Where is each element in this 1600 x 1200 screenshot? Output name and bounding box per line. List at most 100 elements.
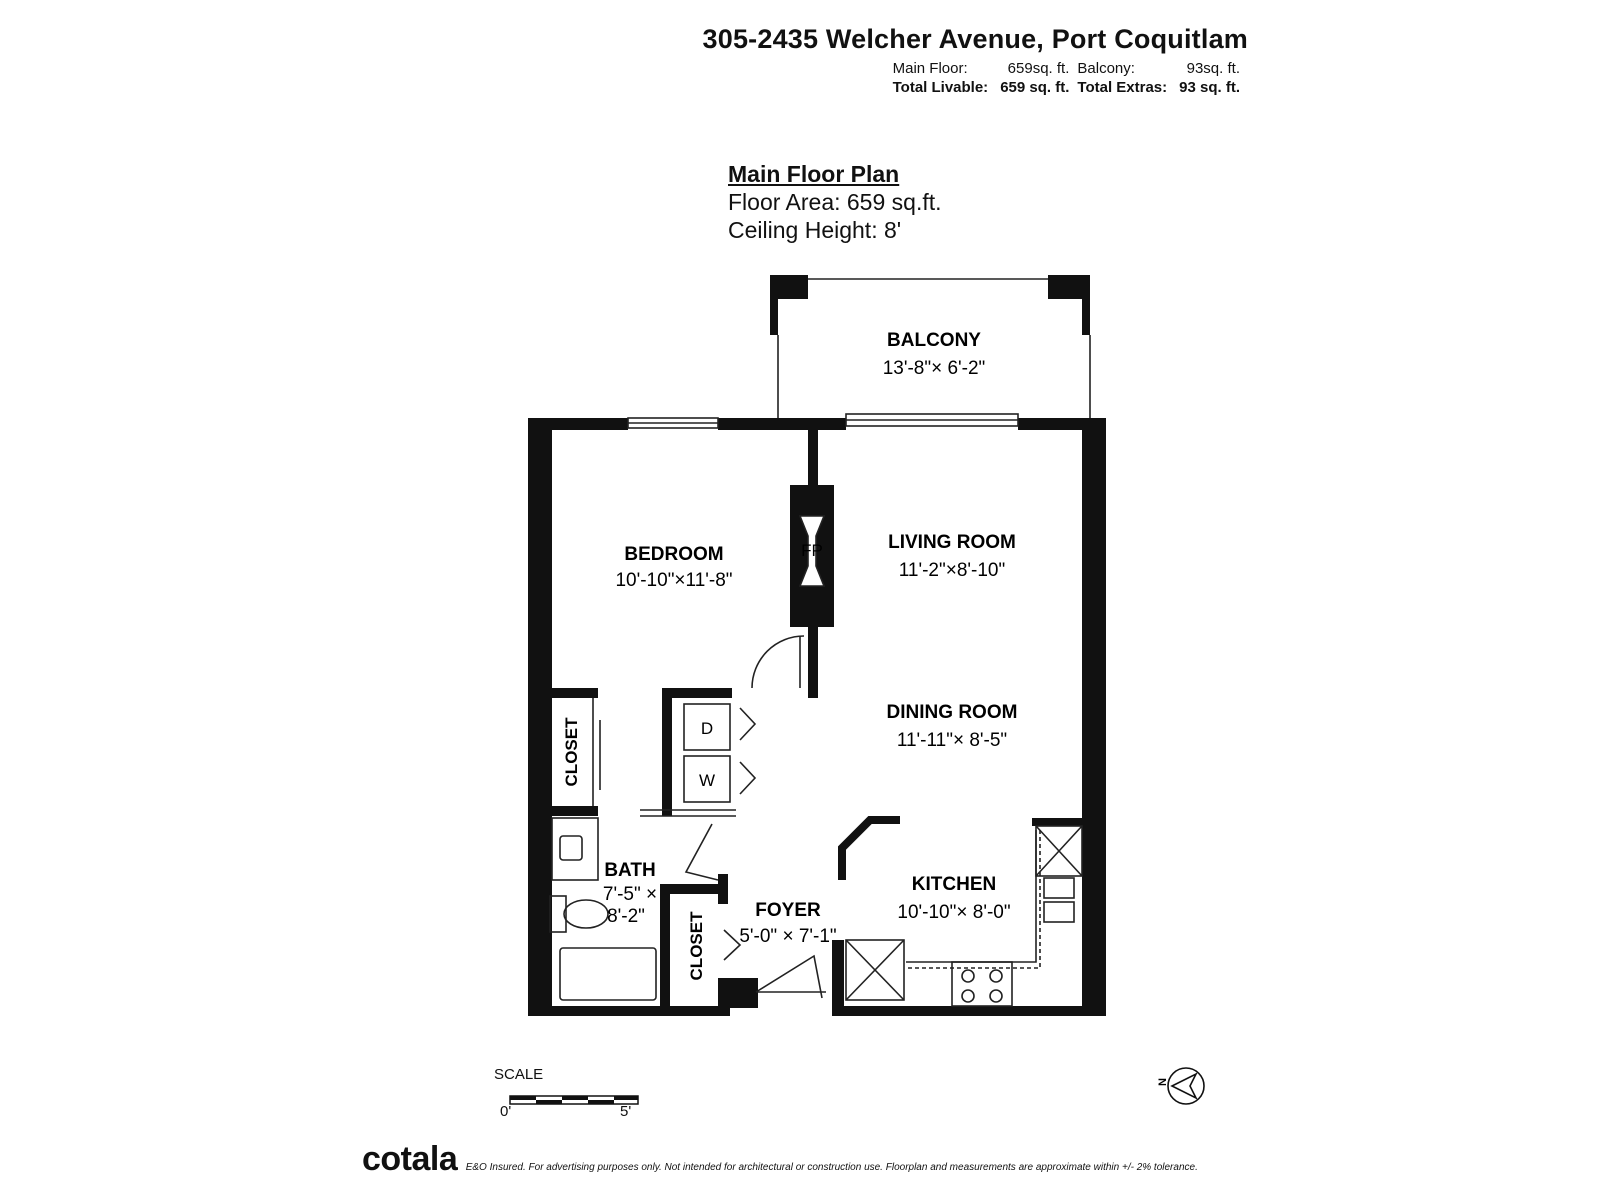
wall	[1018, 418, 1090, 430]
wall	[832, 940, 844, 1010]
scale-segment	[562, 1096, 588, 1100]
plan-title: Main Floor Plan	[728, 161, 900, 187]
area-summary-table: Main Floor: 659sq. ft. Balcony: 93sq. ft…	[893, 59, 1248, 97]
wall	[808, 430, 818, 485]
disclaimer: E&O Insured. For advertising purposes on…	[465, 1162, 1198, 1173]
bath-sink-vanity	[551, 817, 599, 881]
burner	[989, 989, 1003, 1003]
plan-info: Main Floor Plan Floor Area: 659 sq.ft. C…	[728, 160, 942, 244]
range	[951, 961, 1013, 1007]
toilet-bowl	[563, 899, 609, 929]
washer	[683, 755, 731, 803]
dishwasher	[845, 939, 905, 1001]
balcony-dims: 13'-8"× 6'-2"	[883, 358, 986, 379]
toilet-tank	[549, 895, 567, 933]
balcony-area-value: 93sq. ft.	[1186, 60, 1240, 77]
wall	[718, 978, 758, 1008]
bedroom-dims: 10'-10"×11'-8"	[615, 570, 732, 591]
wall	[808, 627, 818, 698]
brand-logo: cotala	[362, 1140, 458, 1178]
dining-room-label: DINING ROOM	[887, 702, 1018, 723]
wall	[1082, 418, 1106, 1016]
property-address: 305-2435 Welcher Avenue, Port Coquitlam	[702, 24, 1248, 54]
closet-1-label: CLOSET	[562, 717, 581, 787]
bedroom-door-swing	[751, 635, 805, 689]
living-room-label: LIVING ROOM	[888, 532, 1016, 553]
kitchen-dims: 10'-10"× 8'-0"	[897, 902, 1010, 923]
wall	[660, 884, 720, 894]
dishwasher	[845, 939, 905, 1001]
dining-room-dims: 11'-11"× 8'-5"	[897, 730, 1007, 751]
scale-start: 0'	[500, 1103, 512, 1120]
wall	[1032, 818, 1082, 826]
walls	[528, 275, 1106, 1016]
dryer-label: D	[701, 719, 713, 738]
washer-label: W	[699, 771, 715, 790]
kitchen-sink	[1043, 901, 1075, 923]
wall	[552, 688, 598, 698]
burner	[961, 989, 975, 1003]
north-pointer	[1170, 1072, 1198, 1100]
closet-door	[723, 929, 742, 961]
main-floor-value: 659sq. ft.	[1007, 60, 1070, 77]
scale-end: 5'	[620, 1103, 632, 1120]
bath-dims-line2: 8'-2"	[607, 906, 645, 927]
entry-door	[755, 954, 823, 999]
scale-segment	[510, 1096, 536, 1100]
counter-upper	[906, 830, 1041, 969]
ceiling-height: Ceiling Height: 8'	[728, 217, 902, 243]
property-header: 305-2435 Welcher Avenue, Port Coquitlam …	[703, 24, 1248, 97]
kitchen-peninsula	[838, 816, 900, 880]
scale-bar	[509, 1095, 639, 1105]
scale-segment	[536, 1100, 562, 1104]
wall	[552, 806, 598, 816]
laundry-door	[739, 761, 757, 795]
fridge	[1035, 825, 1083, 877]
balcony-label: BALCONY	[887, 330, 981, 351]
footer: cotala E&O Insured. For advertising purp…	[362, 1140, 1198, 1179]
balcony-area-label: Balcony:	[1077, 60, 1135, 77]
bathtub	[559, 947, 657, 1001]
foyer-dims: 5'-0" × 7'-1"	[739, 926, 836, 947]
wall	[662, 688, 672, 816]
bath-label: BATH	[604, 860, 655, 881]
wall	[1082, 275, 1090, 335]
burner	[989, 969, 1003, 983]
living-room-dims: 11'-2"×8'-10"	[899, 560, 1006, 581]
north-arrow-icon: N	[1157, 1067, 1205, 1105]
total-livable-value: 659 sq. ft.	[1000, 79, 1070, 96]
kitchen-sink	[1043, 877, 1075, 899]
wall	[832, 1006, 1106, 1016]
dryer	[683, 703, 731, 751]
scale-segment	[588, 1100, 614, 1104]
kitchen-label: KITCHEN	[912, 874, 996, 895]
floor-area: Floor Area: 659 sq.ft.	[728, 189, 942, 215]
wall	[718, 418, 846, 430]
compass-ring	[1167, 1067, 1205, 1105]
bath-sink	[559, 835, 583, 861]
burner	[961, 969, 975, 983]
total-extras-value: 93 sq. ft.	[1179, 79, 1240, 96]
closet-2-label: CLOSET	[687, 911, 706, 981]
wall	[528, 418, 628, 430]
wall	[660, 884, 670, 1010]
wall	[528, 1006, 730, 1016]
bedroom-label: BEDROOM	[624, 544, 723, 565]
fireplace-insert	[798, 515, 826, 587]
wall	[662, 688, 732, 698]
fixtures	[549, 278, 1091, 1007]
total-extras-label: Total Extras:	[1077, 79, 1168, 96]
fireplace-label: FP	[801, 541, 823, 560]
fridge	[1035, 825, 1083, 877]
wall	[528, 418, 552, 1016]
north-label: N	[1157, 1078, 1169, 1086]
total-livable-label: Total Livable:	[892, 79, 989, 96]
counter-edge	[906, 830, 1037, 963]
wall	[718, 874, 728, 904]
scale-title: SCALE	[494, 1066, 544, 1083]
bath-door	[684, 823, 719, 881]
scale-segment	[614, 1096, 638, 1100]
foyer-label: FOYER	[755, 900, 821, 921]
wall	[770, 275, 778, 335]
